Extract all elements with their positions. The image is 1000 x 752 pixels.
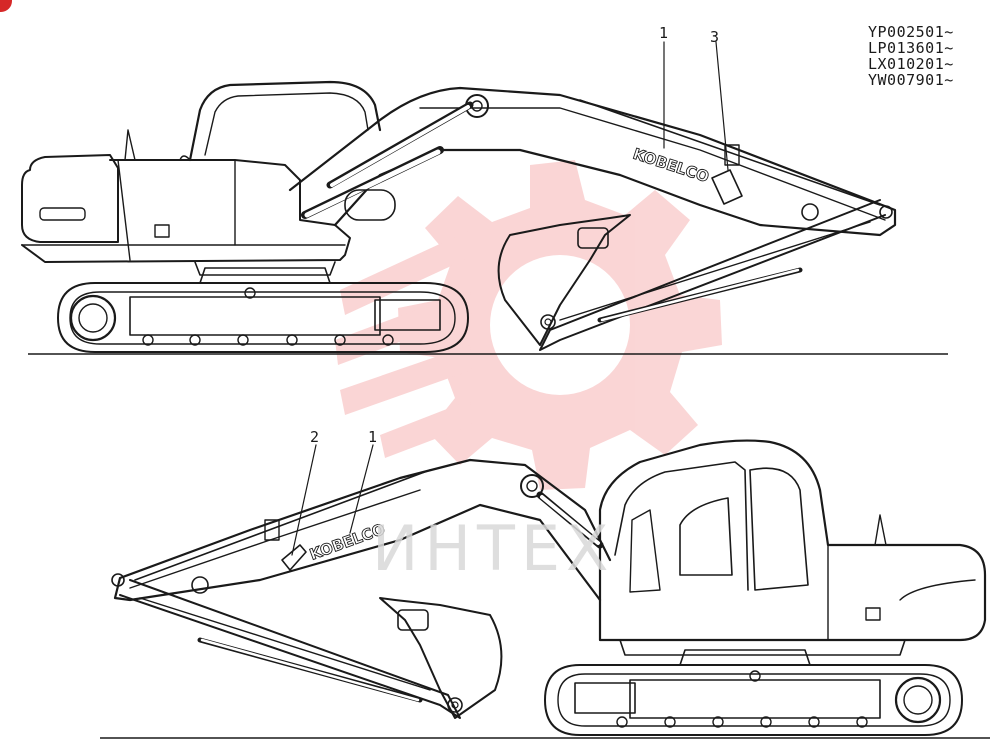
callout-2-bottom: 2 <box>310 428 320 446</box>
cab-top <box>188 80 382 162</box>
callout-3-top: 3 <box>710 28 720 46</box>
serial-number: LX010201~ <box>868 55 954 73</box>
excavator-bottom <box>111 439 987 736</box>
track-top <box>57 282 469 353</box>
serial-number: YW007901~ <box>868 71 954 89</box>
brand-decal-top: KOBELCO <box>631 145 711 186</box>
boom-top <box>288 86 897 237</box>
serial-number-list: YP002501~ LP013601~ LX010201~ YW007901~ <box>868 24 954 88</box>
watermark-text: ИНТЕХ <box>372 512 615 585</box>
excavator-top <box>21 41 897 353</box>
bucket-bottom <box>379 597 503 719</box>
callout-1-top: 1 <box>659 24 669 42</box>
callout-1-bottom: 1 <box>368 428 378 446</box>
watermark-gear-icon <box>335 160 722 490</box>
arm-bottom <box>119 579 461 719</box>
boom-bottom <box>113 458 612 602</box>
track-bottom <box>544 664 963 736</box>
counterweight-top <box>21 154 119 243</box>
serial-number: LP013601~ <box>868 39 954 57</box>
bucket-top <box>497 214 631 346</box>
serial-number: YP002501~ <box>868 23 954 41</box>
cab-bottom <box>598 439 987 642</box>
arm-top <box>539 199 886 351</box>
